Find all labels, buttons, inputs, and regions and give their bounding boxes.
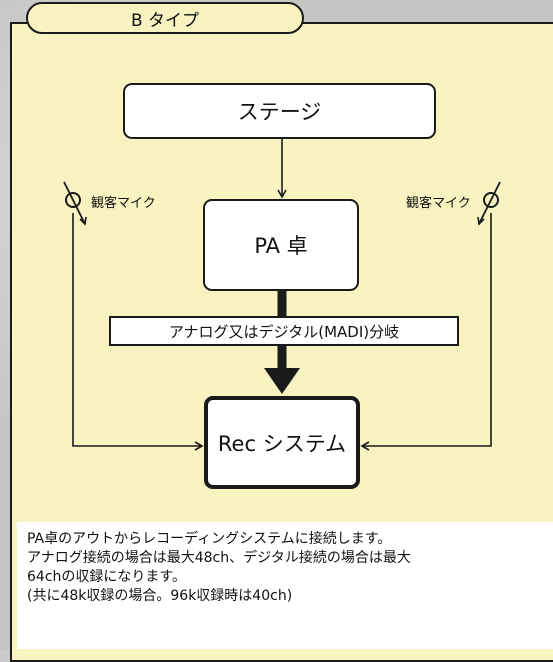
diagram-title-tab: B タイプ xyxy=(26,2,304,34)
note-line-2: アナログ接続の場合は最大48ch、デジタル接続の場合は最大 xyxy=(27,550,411,566)
note-line-3: 64chの収録になります。 xyxy=(27,569,186,585)
stage-box: ステージ xyxy=(123,83,436,139)
rec-system-label: Rec システム xyxy=(217,431,347,456)
pa-console-label: PA 卓 xyxy=(254,234,308,258)
branch-to-rec-arrowhead xyxy=(264,368,300,394)
stage-label: ステージ xyxy=(237,100,322,124)
diagram-title: B タイプ xyxy=(130,10,200,31)
left-audience-mic-label: 観客マイク xyxy=(91,196,156,211)
pa-console-box: PA 卓 xyxy=(203,199,359,291)
right-audience-mic-label: 観客マイク xyxy=(406,196,471,211)
rec-system-box: Rec システム xyxy=(204,396,360,489)
description-note: PA卓のアウトからレコーディングシステムに接続します。 アナログ接続の場合は最大… xyxy=(17,522,553,649)
note-line-1: PA卓のアウトからレコーディングシステムに接続します。 xyxy=(27,531,392,547)
note-line-4: (共に48k収録の場合。96k収録時は40ch) xyxy=(27,588,293,604)
right-microphone-icon xyxy=(477,181,501,226)
left-microphone-icon xyxy=(63,181,87,226)
right-mic-line xyxy=(360,213,492,451)
left-mic-line xyxy=(72,213,204,451)
signal-split-label: アナログ又はデジタル(MADI)分岐 xyxy=(168,322,400,341)
signal-split-box: アナログ又はデジタル(MADI)分岐 xyxy=(109,316,459,346)
